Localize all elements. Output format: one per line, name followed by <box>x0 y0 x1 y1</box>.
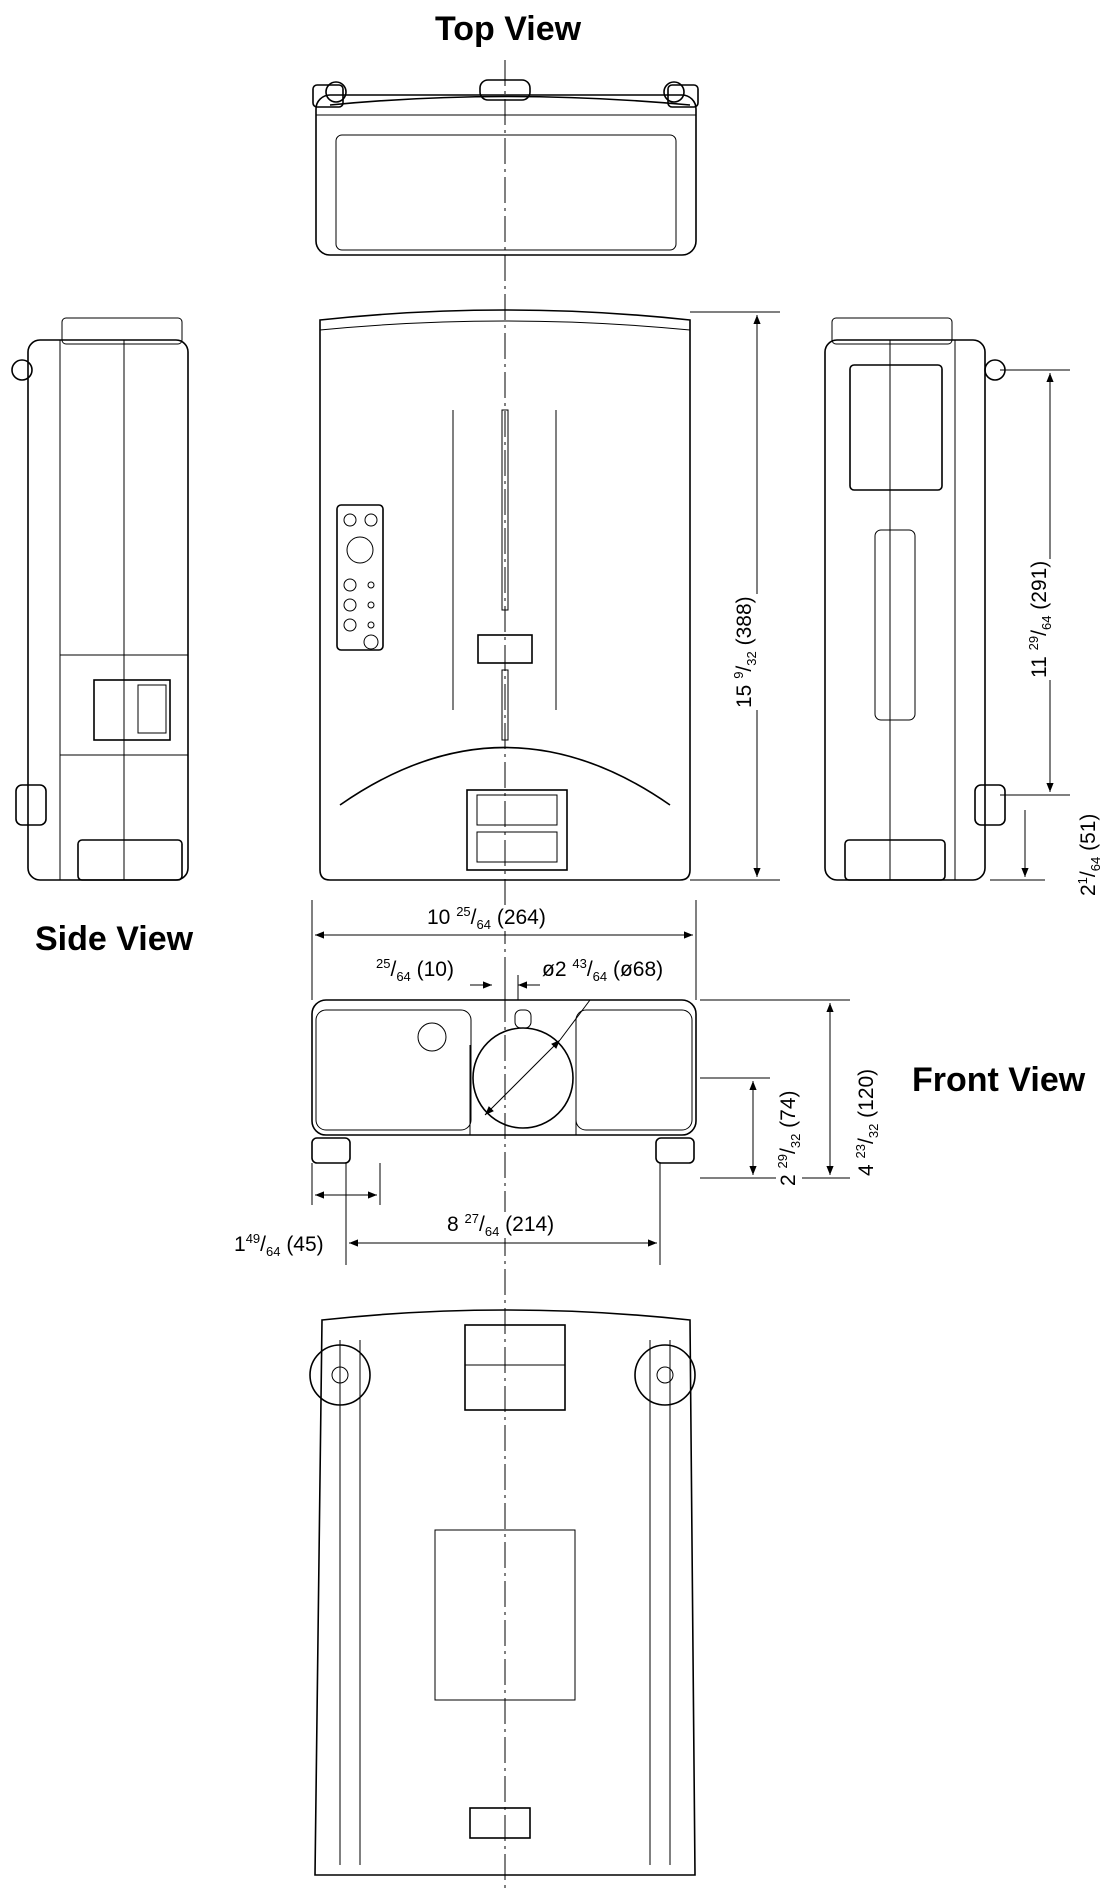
front-view-label: Front View <box>912 1061 1086 1099</box>
dim-foot-width: 149/64 (45) <box>232 1231 326 1260</box>
bottom-view-drawing <box>309 1309 696 1876</box>
plan-view-drawing <box>319 309 691 881</box>
dim-foot-spacing: 8 27/64 (214) <box>445 1211 557 1240</box>
dim-lens-diameter: ø2 43/64 (ø68) <box>540 956 666 985</box>
top-view-drawing <box>312 79 699 256</box>
side-view-right-drawing <box>824 317 1006 881</box>
dim-front-height: 4 23/32 (120) <box>853 1066 882 1178</box>
front-view-drawing <box>311 999 697 1164</box>
dim-lens-height: 2 29/32 (74) <box>775 1088 804 1188</box>
side-view-left-drawing <box>11 317 189 881</box>
dimension-lines <box>311 311 1070 1265</box>
dim-side-foot: 21/64 (51) <box>1075 811 1104 898</box>
dim-lens-offset: 25/64 (10) <box>374 956 456 985</box>
dim-side-depth: 11 29/64 (291) <box>1026 558 1055 680</box>
side-view-label: Side View <box>35 920 194 958</box>
top-view-label: Top View <box>435 10 582 48</box>
dim-top-depth: 15 9/32 (388) <box>731 594 760 710</box>
dim-width: 10 25/64 (264) <box>425 904 548 933</box>
